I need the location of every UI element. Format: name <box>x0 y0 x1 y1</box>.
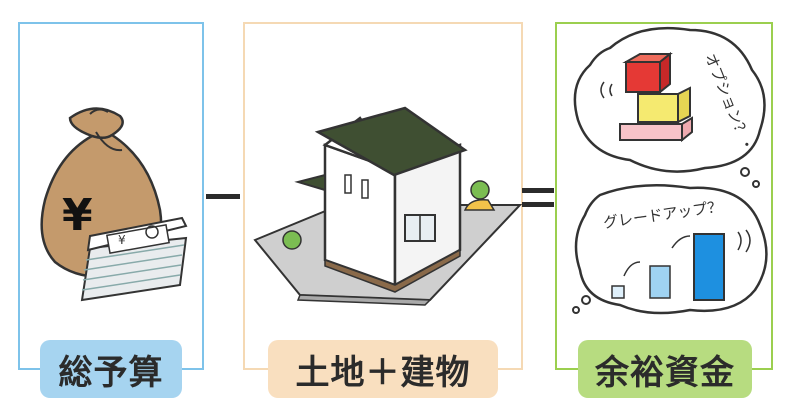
thought-bubble-options: オプション？・ <box>573 26 766 188</box>
house-icon <box>253 106 523 306</box>
thought-bubble-upgrade: グレードアップ？ <box>572 184 768 315</box>
total-budget-label: 総予算 <box>40 340 182 398</box>
yen-symbol-note: ¥ <box>118 233 126 247</box>
bar-growth-icon <box>611 229 751 301</box>
equals-sign <box>520 180 558 214</box>
spare-funds-label: 余裕資金 <box>578 340 752 398</box>
land-building-label: 土地＋建物 <box>268 340 498 398</box>
minus-sign <box>200 172 246 218</box>
banknote-stack-icon: ¥ <box>80 216 188 302</box>
option-blocks-icon <box>600 51 693 143</box>
yen-symbol-bag: ¥ <box>62 190 93 241</box>
